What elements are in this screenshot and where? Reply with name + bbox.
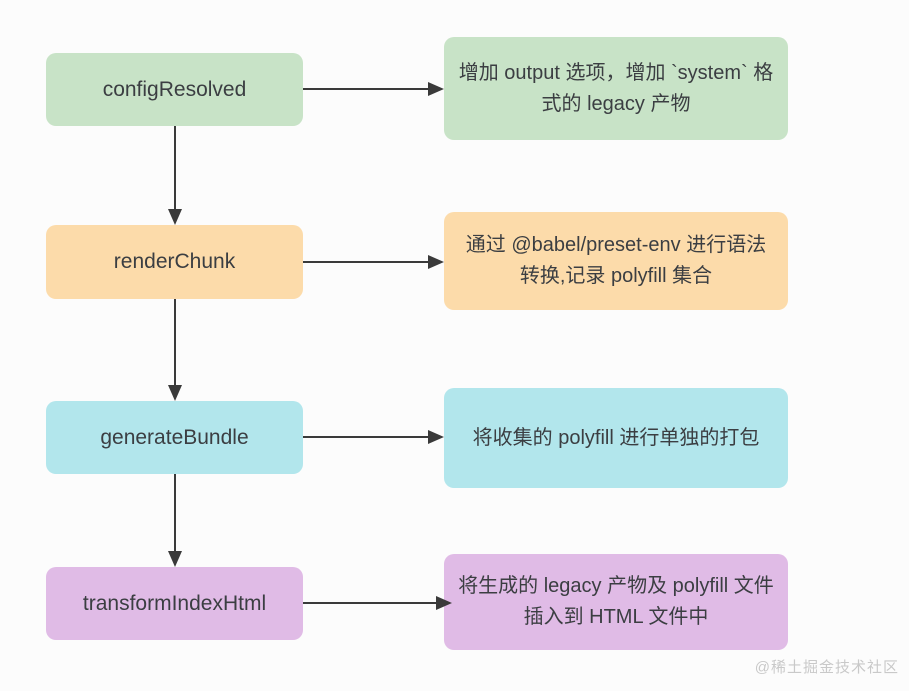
desc-transform-index-html: 将生成的 legacy 产物及 polyfill 文件插入到 HTML 文件中 — [444, 554, 788, 650]
arrow-line — [174, 299, 176, 387]
arrow-line — [174, 474, 176, 553]
arrow-head-right-icon — [428, 430, 444, 444]
arrow-head-down-icon — [168, 209, 182, 225]
arrow-render-chunk-to-desc — [303, 255, 444, 269]
arrow-head-right-icon — [428, 82, 444, 96]
desc-render-chunk-text: 通过 @babel/preset-env 进行语法转换,记录 polyfill … — [465, 234, 767, 287]
watermark: @稀土掘金技术社区 — [754, 659, 899, 676]
desc-generate-bundle: 将收集的 polyfill 进行单独的打包 — [444, 388, 788, 488]
desc-transform-index-html-text: 将生成的 legacy 产物及 polyfill 文件插入到 HTML 文件中 — [458, 575, 774, 628]
arrow-line — [303, 88, 430, 90]
arrow-head-down-icon — [168, 385, 182, 401]
arrow-generate-bundle-to-transform-index-html — [167, 474, 183, 567]
arrow-head-down-icon — [168, 551, 182, 567]
arrow-line — [303, 436, 430, 438]
arrow-config-resolved-to-desc — [303, 82, 444, 96]
arrow-line — [303, 602, 438, 604]
arrow-transform-index-html-to-desc — [303, 596, 452, 610]
node-render-chunk: renderChunk — [46, 225, 303, 299]
arrow-line — [174, 126, 176, 211]
node-transform-index-html-label: transformIndexHtml — [82, 591, 267, 615]
node-generate-bundle-label: generateBundle — [100, 425, 249, 449]
node-generate-bundle: generateBundle — [46, 401, 303, 474]
node-render-chunk-label: renderChunk — [113, 250, 236, 273]
arrow-render-chunk-to-generate-bundle — [167, 299, 183, 401]
desc-config-resolved-text: 增加 output 选项，增加 `system` 格式的 legacy 产物 — [458, 61, 774, 115]
node-transform-index-html: transformIndexHtml — [46, 567, 303, 640]
arrow-head-right-icon — [436, 596, 452, 610]
node-config-resolved-label: configResolved — [102, 77, 247, 101]
arrow-config-resolved-to-render-chunk — [167, 126, 183, 225]
node-config-resolved: configResolved — [46, 53, 303, 126]
desc-generate-bundle-text: 将收集的 polyfill 进行单独的打包 — [472, 426, 760, 449]
arrow-head-right-icon — [428, 255, 444, 269]
arrow-line — [303, 261, 430, 263]
desc-render-chunk: 通过 @babel/preset-env 进行语法转换,记录 polyfill … — [444, 212, 788, 310]
desc-config-resolved: 增加 output 选项，增加 `system` 格式的 legacy 产物 — [444, 37, 788, 140]
arrow-generate-bundle-to-desc — [303, 430, 444, 444]
